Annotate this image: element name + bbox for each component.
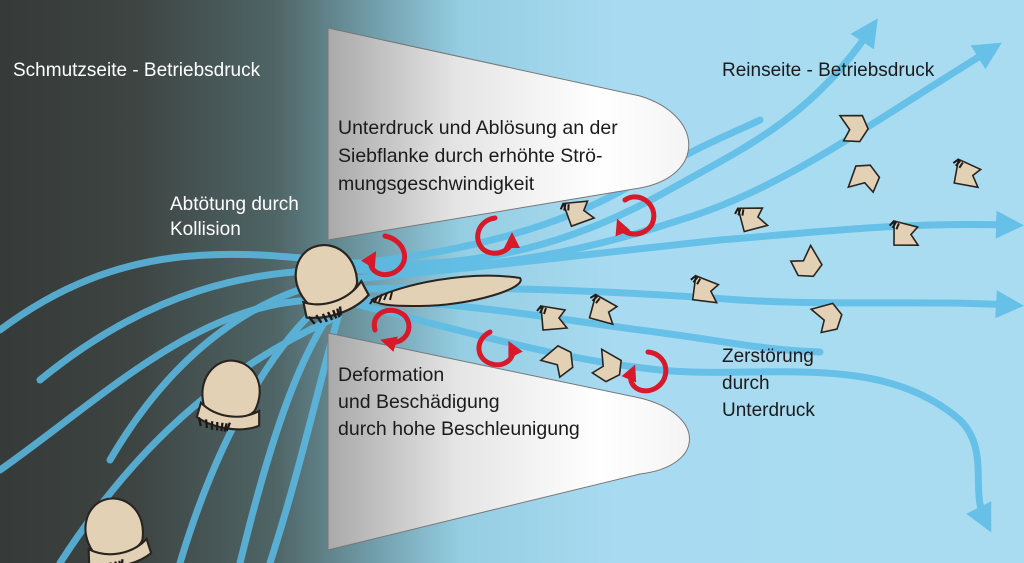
upper-flank-label-line: Unterdruck und Ablösung an der <box>338 117 618 139</box>
collision-label-line: Kollision <box>170 219 241 240</box>
lower-flank-label-line: und Beschädigung <box>338 391 500 413</box>
clean-side-label: Reinseite - Betriebsdruck <box>722 60 935 81</box>
lower-flank-label-line: durch hohe Beschleunigung <box>338 418 580 440</box>
upper-flank-label: Unterdruck und Ablösung an der Siebflank… <box>338 114 618 198</box>
upper-sieve-flank <box>327 27 690 241</box>
vortex-arrow-icon <box>371 307 412 352</box>
vortex-arrow-icon <box>621 349 669 394</box>
lower-flank-label-line: Deformation <box>338 364 445 386</box>
deformed-organism-icon <box>369 274 522 308</box>
vortex-arrow-icon <box>476 329 523 368</box>
destruction-label-line: durch <box>722 373 770 394</box>
destruction-label: Zerstörung durch Unterdruck <box>722 343 815 424</box>
vortex-arrow-icon <box>361 233 408 278</box>
lower-flank-label: Deformation und Beschädigung durch hohe … <box>338 362 580 443</box>
vortex-arrow-icon <box>475 215 520 256</box>
dirty-side-label: Schmutzseite - Betriebsdruck <box>13 60 261 81</box>
vortex-arrow-icon <box>615 194 657 237</box>
collision-label: Abtötung durch Kollision <box>170 192 299 242</box>
upper-flank-label-line: mungsgeschwindigkeit <box>338 173 535 195</box>
lower-sieve-flank <box>327 332 690 551</box>
destruction-label-line: Zerstörung <box>722 346 814 367</box>
collision-label-line: Abtötung durch <box>170 194 299 215</box>
vortex-arrows <box>361 194 669 394</box>
destruction-label-line: Unterdruck <box>722 400 815 421</box>
upper-flank-label-line: Siebflanke durch erhöhte Strö- <box>338 145 603 167</box>
